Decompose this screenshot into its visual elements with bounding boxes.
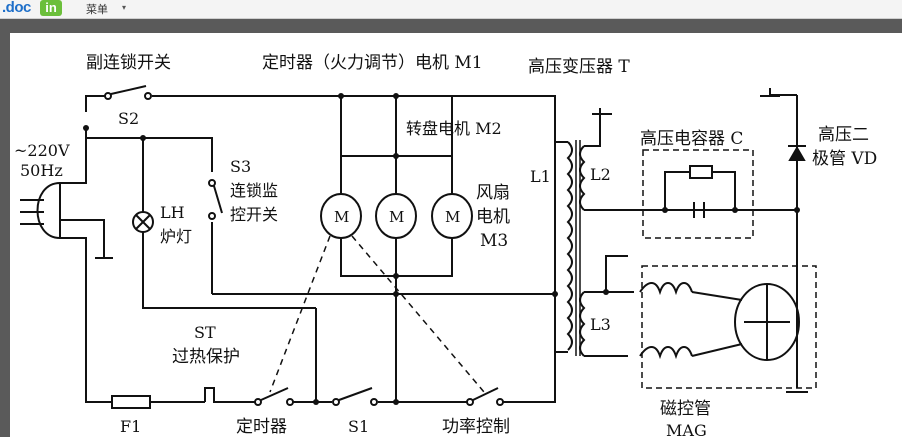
power-plug: [20, 181, 61, 240]
l2-label: L2: [590, 165, 611, 184]
wire: [60, 128, 87, 184]
switch-timer-pin: [286, 398, 294, 406]
wire: [691, 343, 743, 357]
switch-timer-pin: [254, 398, 262, 406]
wire: [691, 291, 743, 301]
circuit-wires: [60, 88, 817, 403]
switch-s3-pin: [208, 179, 216, 187]
switch-s2-pin: [104, 92, 112, 100]
hv-capacitor-label: 高压电容器 C: [640, 129, 743, 149]
motor-m2-symbol: M: [389, 208, 404, 226]
frequency-label: 50Hz: [20, 161, 63, 180]
wire: [152, 95, 556, 400]
switch-power-lever: [472, 387, 499, 401]
switch-s1-lever: [338, 387, 373, 401]
wire: [584, 255, 628, 293]
menu-button[interactable]: 菜单: [86, 3, 108, 16]
s2-title-label: 副连锁开关: [86, 53, 171, 73]
hv-diode-label-2: 极管 VD: [812, 149, 877, 169]
f1-label: F1: [120, 417, 141, 436]
magnetron-label-2: MAG: [666, 421, 707, 437]
chevron-down-icon[interactable]: ▾: [122, 3, 127, 12]
motor-m3-symbol: M: [445, 208, 460, 226]
s3-label: S3: [230, 157, 251, 176]
wire: [769, 88, 797, 96]
primary-coil: [566, 141, 573, 351]
power-ctrl-label: 功率控制: [442, 417, 510, 437]
switch-power-pin: [496, 398, 504, 406]
wire: [712, 171, 736, 210]
wire: [500, 396, 556, 403]
site-logo[interactable]: .doc: [2, 0, 31, 16]
l1-label: L1: [530, 167, 551, 186]
capacitor-box: [642, 149, 754, 239]
switch-s3-pin: [208, 212, 216, 220]
motor-m3: [431, 193, 473, 239]
timer-label: 定时器: [236, 417, 287, 437]
fan-label-1: 风扇: [476, 183, 510, 203]
motors: [320, 193, 473, 239]
voltage-label: ~220V: [14, 141, 70, 160]
l3-coil: [579, 291, 586, 357]
s1-label: S1: [348, 417, 369, 436]
switches: [104, 85, 504, 409]
switch-s3-lever: [213, 185, 223, 214]
lamp-label: 炉灯: [160, 227, 192, 246]
switch-s2-pin: [144, 92, 152, 100]
switch-s1-pin: [370, 398, 378, 406]
lamp-cross: [135, 214, 151, 230]
s3-desc-1: 连锁监: [230, 181, 278, 200]
heater-coil: [639, 346, 693, 360]
motor-m2: [375, 193, 417, 239]
browser-toolbar: .doc in 菜单 ▾: [0, 0, 902, 19]
s2-label: S2: [118, 109, 139, 128]
switch-power-pin: [466, 398, 474, 406]
thermal-switch-st: [204, 387, 232, 403]
timer-motor-label: 定时器（火力调节）电机 M1: [262, 53, 483, 73]
st-label: ST: [194, 323, 216, 342]
heater-coil: [639, 282, 693, 296]
wire: [85, 128, 213, 172]
lamp-lh: [132, 211, 154, 233]
lh-label: LH: [160, 203, 185, 222]
ground-wire: [60, 219, 105, 258]
resistor: [689, 165, 713, 179]
fan-label-3: M3: [480, 231, 508, 251]
l2-coil: [579, 145, 586, 211]
turntable-motor-label: 转盘电机 M2: [406, 119, 502, 138]
wire: [60, 237, 112, 403]
diode-symbol: [788, 146, 806, 161]
hv-transformer-label: 高压变压器 T: [528, 57, 630, 77]
hv-diode-label-1: 高压二: [818, 125, 869, 145]
motor-m1: [320, 193, 362, 239]
switch-s2-lever: [110, 85, 147, 95]
junction-dots: [83, 93, 800, 405]
motor-m1-symbol: M: [334, 208, 349, 226]
wire: [664, 171, 690, 210]
switch-timer-lever: [260, 387, 289, 401]
logo-badge: in: [40, 0, 62, 16]
switch-s1-pin: [332, 398, 340, 406]
l3-label: L3: [590, 315, 611, 334]
mechanical-links: [269, 235, 485, 393]
s3-desc-2: 控开关: [230, 205, 278, 224]
fan-label-2: 电机: [476, 207, 510, 227]
st-desc-label: 过热保护: [172, 347, 240, 367]
magnetron-box: [641, 265, 817, 389]
wire: [584, 108, 601, 147]
magnetron-label-1: 磁控管: [660, 399, 711, 419]
wire: [142, 232, 316, 309]
wire: [85, 95, 108, 112]
fuse-f1: [111, 395, 151, 409]
